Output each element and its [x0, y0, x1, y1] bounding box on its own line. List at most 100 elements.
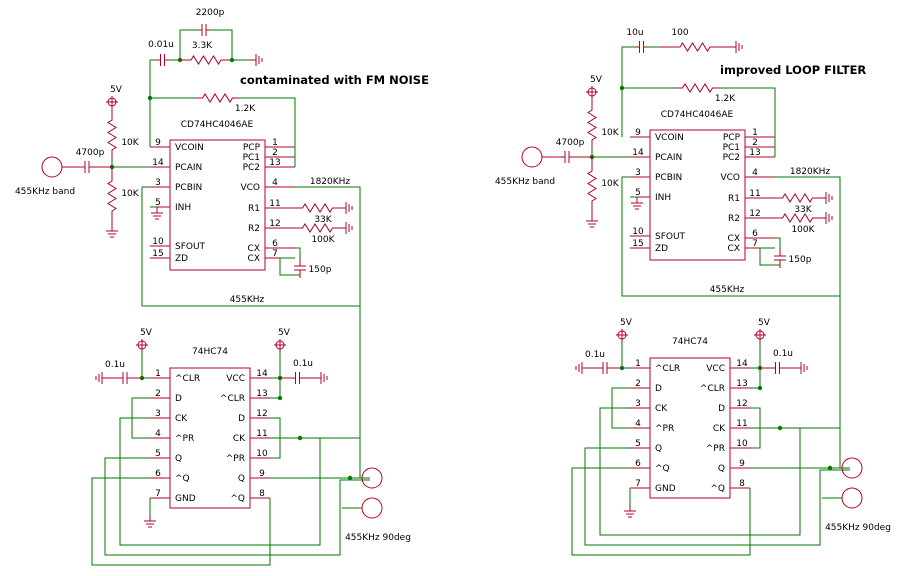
ff-pin-name: GND — [175, 494, 196, 504]
loop-cap-label: 0.01u — [148, 40, 174, 50]
pll-chip-body — [649, 129, 746, 261]
ff-pin-name: CK — [175, 414, 188, 424]
supply-circle — [275, 340, 285, 350]
feedback-wire — [240, 97, 296, 167]
ff-pin-number: 4 — [635, 419, 641, 429]
vco-wire — [775, 176, 841, 296]
feedback-resistor — [195, 93, 240, 103]
ff-pin-number: 7 — [155, 489, 161, 499]
pll-pin-number: 7 — [752, 239, 758, 249]
output-terminal-0deg — [361, 467, 383, 489]
ff-pin-number: 9 — [259, 469, 265, 479]
ff-pin-name: ^Q — [175, 474, 190, 484]
pll-pin-number: 11 — [269, 199, 280, 209]
ff-supply-wire — [270, 353, 281, 379]
r1-resistor — [775, 193, 820, 203]
ff-pin-name: ^CLR — [175, 374, 200, 384]
ground-symbol — [586, 215, 598, 228]
r2-resistor — [295, 223, 340, 233]
ff-wire — [91, 477, 271, 566]
ground-symbol — [151, 207, 163, 220]
cx-wire — [279, 247, 301, 276]
pll-pin-name: VCOIN — [655, 133, 684, 143]
cx-capacitor — [294, 258, 306, 278]
loop-capacitor — [635, 41, 648, 53]
supply-circle — [107, 97, 117, 107]
pll-pin-number: 6 — [752, 229, 758, 239]
r2-resistor — [775, 213, 820, 223]
ff-pin-name: CK — [713, 424, 726, 434]
ff-pin-number: 13 — [256, 389, 267, 399]
r1-label: 33K — [794, 205, 812, 215]
input-cap-label: 4700p — [76, 148, 105, 158]
ff-pin-name: Q — [175, 454, 182, 464]
ff-wire — [104, 457, 370, 556]
supply-label: 5V — [590, 75, 603, 85]
net-455-label: 455KHz — [230, 295, 265, 305]
input-cap-label: 4700p — [556, 138, 585, 148]
ff-supply-wire — [750, 343, 761, 369]
pll-pin-number: 9 — [635, 128, 641, 138]
pll-pin-number: 15 — [152, 249, 163, 259]
pll-pin-name: CX — [728, 234, 740, 244]
ground-symbol — [144, 515, 156, 528]
ff-pin-number: 4 — [155, 429, 161, 439]
ff-pin-number: 8 — [259, 489, 265, 499]
r2-label: 100K — [791, 225, 815, 235]
ff-pin-number: 11 — [736, 419, 747, 429]
ff-pin-name: ^PR — [175, 434, 194, 444]
ff-pin-name: ^Q — [710, 484, 725, 494]
ff-part-number: 74HC74 — [192, 347, 228, 357]
ff-pin-name: ^Q — [230, 494, 245, 504]
ff-pin-number: 12 — [736, 399, 747, 409]
pll-pin-name: PC2 — [723, 153, 740, 163]
ff-pin-number: 10 — [256, 449, 268, 459]
ff-pin-number: 10 — [736, 439, 748, 449]
pll-pin-number: 14 — [632, 148, 644, 158]
pll-pin-name: SFOUT — [655, 232, 686, 242]
pll-pin-name: SFOUT — [175, 242, 206, 252]
ff-decoup-left-label: 0.1u — [585, 350, 605, 360]
pll-pin-name: INH — [175, 203, 191, 213]
pll-pin-number: 13 — [749, 148, 760, 158]
ff-pin-number: 12 — [256, 409, 267, 419]
ff-decoup-left — [108, 372, 142, 384]
r1-label: 33K — [314, 215, 332, 225]
ground-symbol — [624, 505, 636, 518]
out90-label: 455KHz 90deg — [345, 533, 411, 543]
pll-pin-number: 7 — [272, 249, 278, 259]
pll-pin-name: PCBIN — [655, 173, 682, 183]
junction-dot — [777, 425, 783, 431]
ff-pin-number: 11 — [256, 429, 267, 439]
pll-pin-number: 10 — [152, 237, 164, 247]
cx-wire — [759, 237, 781, 266]
loop-resistor — [660, 42, 730, 52]
ff-wire — [270, 378, 281, 399]
loop-wire — [621, 46, 635, 137]
pll-pin-number: 9 — [155, 138, 161, 148]
input-capacitor — [62, 161, 112, 173]
ff-pin-name: CK — [655, 404, 668, 414]
ff-pin-name: ^CLR — [700, 384, 725, 394]
input-terminal — [521, 146, 543, 168]
ground-symbol — [315, 372, 328, 384]
pll-pin-name: R2 — [728, 214, 740, 224]
pll-pin-number: 5 — [155, 198, 161, 208]
supply-circle — [755, 330, 765, 340]
bias-resistor-bottom — [107, 167, 117, 225]
output-terminal-0deg — [841, 457, 863, 479]
ff-pin-number: 14 — [736, 359, 748, 369]
ff-wire — [571, 467, 751, 556]
ff-supply-wire — [621, 343, 630, 369]
ff-decoup-right — [760, 362, 795, 374]
input-label: 455KHz band — [15, 187, 75, 197]
loop-capacitor — [155, 54, 170, 66]
ff-pin-number: 1 — [155, 369, 161, 379]
ff-wire — [599, 407, 801, 536]
pll-pin-name: CX — [248, 244, 260, 254]
parallel-cap-label: 2200p — [196, 8, 225, 18]
ground-symbol — [820, 212, 833, 224]
pll-pin-number: 13 — [269, 158, 280, 168]
net-455-label: 455KHz — [710, 285, 745, 295]
